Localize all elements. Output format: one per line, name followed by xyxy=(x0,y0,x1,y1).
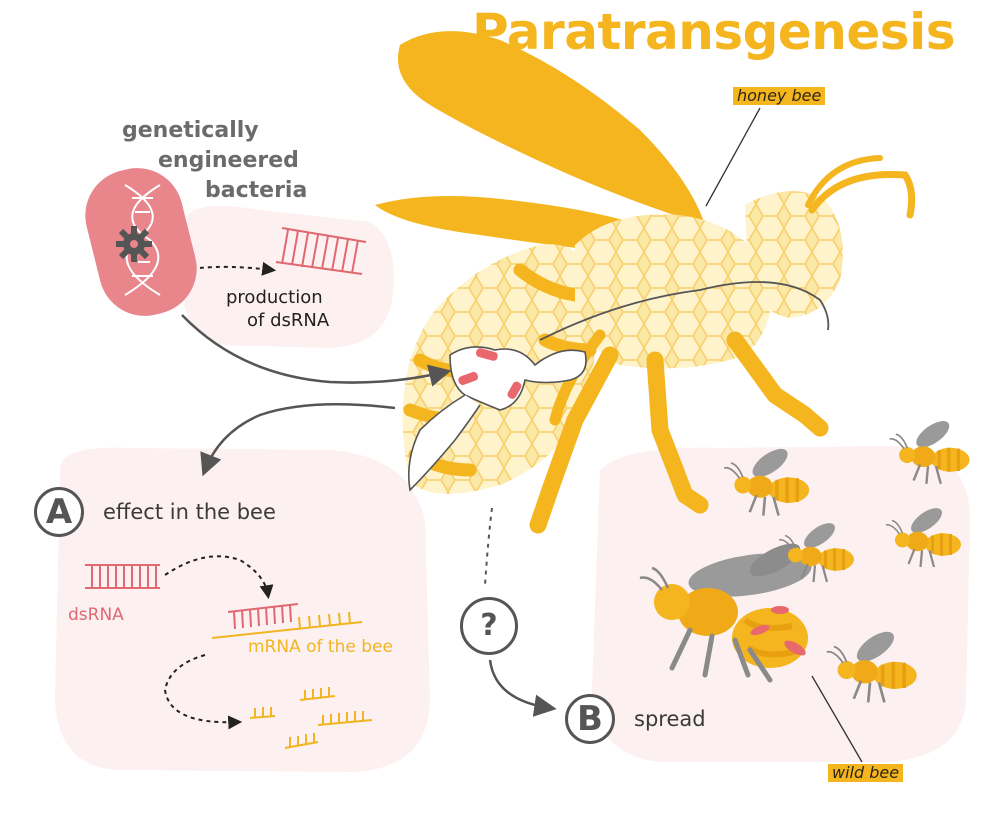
dsrna-label: dsRNA xyxy=(68,605,124,625)
degradation-arrow xyxy=(163,654,243,730)
section-b-badge: B xyxy=(565,694,615,744)
wild-bee-illustration xyxy=(639,543,863,763)
ingestion-arrow xyxy=(181,314,452,387)
spread-arrow xyxy=(488,659,557,717)
mrna-label: mRNA of the bee xyxy=(248,637,393,657)
bee-head xyxy=(745,191,843,318)
bee-legs xyxy=(529,331,829,534)
bee-forewing xyxy=(398,31,705,225)
section-a-badge: A xyxy=(34,487,84,537)
bacterium-icon xyxy=(85,168,197,316)
spread-panel xyxy=(592,446,970,762)
arrows xyxy=(163,261,557,730)
honey-bee-label: honey bee xyxy=(733,86,826,106)
dsrna-ladder-effect xyxy=(85,564,160,589)
wild-bee-pointer xyxy=(811,675,863,763)
dsrna-mrna-binding xyxy=(211,603,363,639)
bacteria-label-line3: bacteria xyxy=(205,178,308,203)
production-label-line2: of dsRNA xyxy=(247,310,330,331)
gear-icon xyxy=(116,226,152,262)
uncertain-spread-line xyxy=(484,507,493,586)
spread-label: spread xyxy=(634,707,706,731)
effect-label: effect in the bee xyxy=(103,500,276,524)
bee-antenna xyxy=(808,170,916,219)
production-label-line1: production xyxy=(226,287,323,308)
question-badge: ? xyxy=(460,597,518,655)
bee-gut xyxy=(449,346,587,411)
bee-gut-tract xyxy=(539,281,830,341)
degraded-mrna-fragments xyxy=(249,687,373,749)
wild-bee-label: wild bee xyxy=(828,763,904,783)
bacteria-label-line1: genetically xyxy=(122,118,259,143)
page-title: Paratransgenesis xyxy=(472,3,955,61)
bacteria-label-line2: engineered xyxy=(158,148,299,173)
dsrna-production-arrow xyxy=(199,261,277,276)
bee-thorax xyxy=(575,214,773,369)
effect-arrow xyxy=(200,403,396,477)
honey-bee-illustration xyxy=(375,31,916,534)
production-panel xyxy=(181,206,394,348)
dsrna-ladder-top xyxy=(275,227,367,275)
honey-bee-pointer xyxy=(705,107,761,207)
